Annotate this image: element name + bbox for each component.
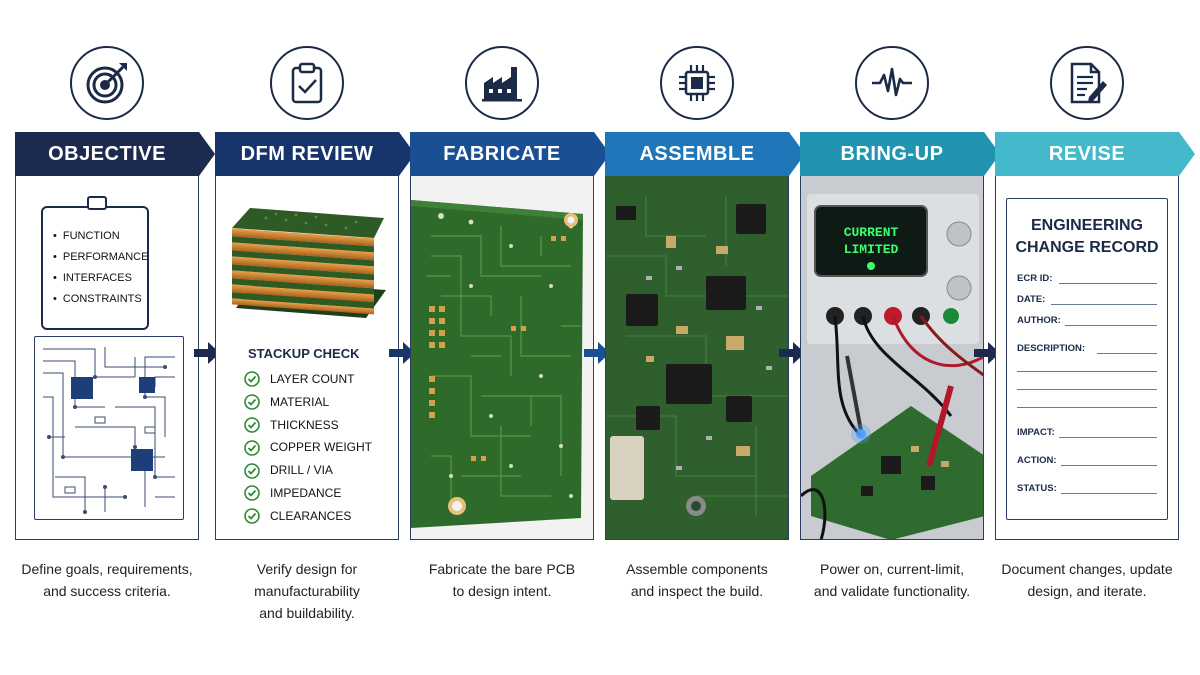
- check-circle-icon: [244, 439, 260, 456]
- list-item: MATERIAL: [244, 391, 372, 414]
- stage-title: ASSEMBLE: [639, 142, 755, 165]
- list-item: FUNCTION: [53, 226, 148, 247]
- stage-caption: Assemble components and inspect the buil…: [626, 561, 768, 599]
- stage-banner-revise: REVISE: [995, 132, 1195, 176]
- screen-line-2: LIMITED: [844, 242, 899, 257]
- flow-arrow-icon: [584, 342, 610, 364]
- pcb-stackup-illustration: [232, 208, 386, 318]
- form-line: [1017, 371, 1157, 372]
- stage-title: OBJECTIVE: [48, 142, 166, 165]
- form-field-description: DESCRIPTION:: [1017, 343, 1086, 354]
- check-circle-icon: [244, 371, 260, 388]
- form-line: [1061, 465, 1157, 466]
- form-line: [1017, 407, 1157, 408]
- form-line: [1065, 325, 1157, 326]
- form-field-impact: IMPACT:: [1017, 427, 1055, 438]
- stage-banner-objective: OBJECTIVE: [15, 132, 215, 176]
- stage-banner-assemble: ASSEMBLE: [605, 132, 805, 176]
- status-led-icon: [867, 262, 875, 270]
- schematic-illustration: [34, 336, 184, 520]
- list-item: COPPER WEIGHT: [244, 436, 372, 459]
- form-field-action: ACTION:: [1017, 455, 1057, 466]
- check-circle-icon: [244, 462, 260, 479]
- stage-caption: Verify design for manufacturability and …: [254, 561, 360, 621]
- form-field-date: DATE:: [1017, 294, 1046, 305]
- list-item: THICKNESS: [244, 414, 372, 437]
- form-field-ecr-id: ECR ID:: [1017, 273, 1053, 284]
- form-line: [1059, 437, 1157, 438]
- waveform-icon: [855, 46, 929, 120]
- form-field-author: AUTHOR:: [1017, 315, 1061, 326]
- form-field-status: STATUS:: [1017, 483, 1057, 494]
- stage-caption: Document changes, update design, and ite…: [1001, 561, 1173, 599]
- screen-line-1: CURRENT: [844, 225, 899, 240]
- check-circle-icon: [244, 508, 260, 524]
- engineering-change-record-form: ENGINEERING CHANGE RECORD ECR ID: DATE: …: [1006, 198, 1168, 520]
- stage-banner-fabricate: FABRICATE: [410, 132, 610, 176]
- stage-caption: Define goals, requirements, and success …: [21, 561, 193, 599]
- objective-panel: FUNCTION PERFORMANCE INTERFACES CONSTRAI…: [15, 176, 199, 540]
- requirements-list: FUNCTION PERFORMANCE INTERFACES CONSTRAI…: [53, 226, 149, 310]
- flow-arrow-icon: [389, 342, 415, 364]
- form-title: ENGINEERING CHANGE RECORD: [1015, 217, 1159, 256]
- stage-title: BRING-UP: [840, 142, 944, 165]
- clipboard-check-icon: [270, 46, 344, 120]
- check-circle-icon: [244, 485, 260, 502]
- stage-banner-dfm-review: DFM REVIEW: [215, 132, 415, 176]
- target-icon: [70, 46, 144, 120]
- stage-banner-bring-up: BRING-UP: [800, 132, 1000, 176]
- form-line: [1061, 493, 1157, 494]
- check-circle-icon: [244, 394, 260, 410]
- stage-title: FABRICATE: [443, 142, 561, 165]
- list-item: CONSTRAINTS: [53, 289, 148, 310]
- list-item: CLEARANCES: [244, 505, 372, 528]
- revise-panel: ENGINEERING CHANGE RECORD ECR ID: DATE: …: [995, 176, 1179, 540]
- clipboard-clip-icon: [87, 196, 107, 210]
- chip-icon: [660, 46, 734, 120]
- check-circle-icon: [244, 417, 260, 433]
- dfm-panel: STACKUP CHECK LAYER COUNT MATERIAL THICK…: [215, 176, 399, 540]
- stackup-checklist: LAYER COUNT MATERIAL THICKNESS COPPER WE…: [244, 368, 372, 528]
- stage-caption: Power on, current-limit, and validate fu…: [813, 561, 971, 599]
- stage-title: DFM REVIEW: [240, 142, 374, 165]
- requirements-clipboard: FUNCTION PERFORMANCE INTERFACES CONSTRAI…: [41, 196, 149, 330]
- list-item: LAYER COUNT: [244, 368, 372, 391]
- list-item: DRILL / VIA: [244, 459, 372, 482]
- form-line: [1051, 304, 1157, 305]
- form-line: [1097, 353, 1157, 354]
- form-line: [1017, 389, 1157, 390]
- flow-arrow-icon: [194, 342, 220, 364]
- list-item: INTERFACES: [53, 268, 148, 289]
- bench-power-supply-photo: CURRENT LIMITED: [801, 176, 983, 539]
- form-line: [1059, 283, 1157, 284]
- assemble-panel: [605, 176, 789, 540]
- bare-pcb-photo: [411, 200, 583, 528]
- list-item: PERFORMANCE: [53, 247, 149, 268]
- stackup-check-title: STACKUP CHECK: [248, 346, 360, 361]
- document-edit-icon: [1050, 46, 1124, 120]
- bring-up-panel: CURRENT LIMITED: [800, 176, 984, 540]
- factory-icon: [465, 46, 539, 120]
- stage-caption: Fabricate the bare PCB to design intent.: [428, 561, 576, 599]
- assembled-pcb-photo: [606, 176, 788, 539]
- flow-arrow-icon: [974, 342, 1000, 364]
- flow-arrow-icon: [779, 342, 805, 364]
- list-item: IMPEDANCE: [244, 482, 372, 505]
- fabricate-panel: [410, 176, 594, 540]
- stage-title: REVISE: [1048, 142, 1126, 165]
